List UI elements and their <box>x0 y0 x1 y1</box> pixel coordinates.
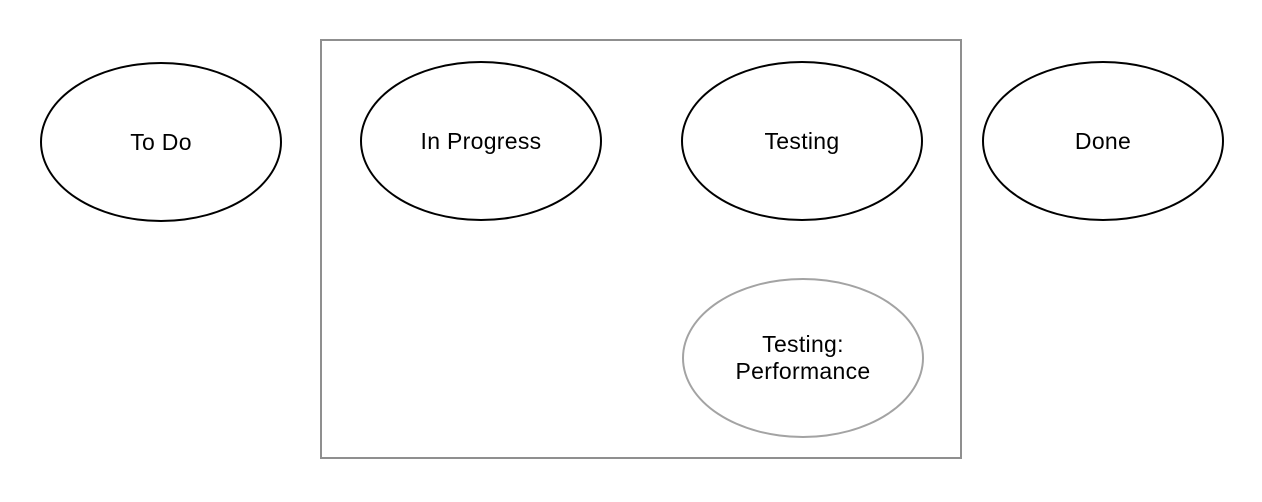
node-in-progress-label: In Progress <box>420 127 542 154</box>
group-box <box>320 39 962 459</box>
node-done: Done <box>982 61 1224 221</box>
node-to-do-label: To Do <box>130 128 192 155</box>
node-in-progress: In Progress <box>360 61 602 221</box>
node-testing-performance-label: Testing: Performance <box>735 331 871 384</box>
node-testing: Testing <box>681 61 923 221</box>
node-to-do: To Do <box>40 62 282 222</box>
node-testing-label: Testing <box>764 127 840 154</box>
node-done-label: Done <box>1074 127 1132 154</box>
node-testing-performance: Testing: Performance <box>682 278 924 438</box>
